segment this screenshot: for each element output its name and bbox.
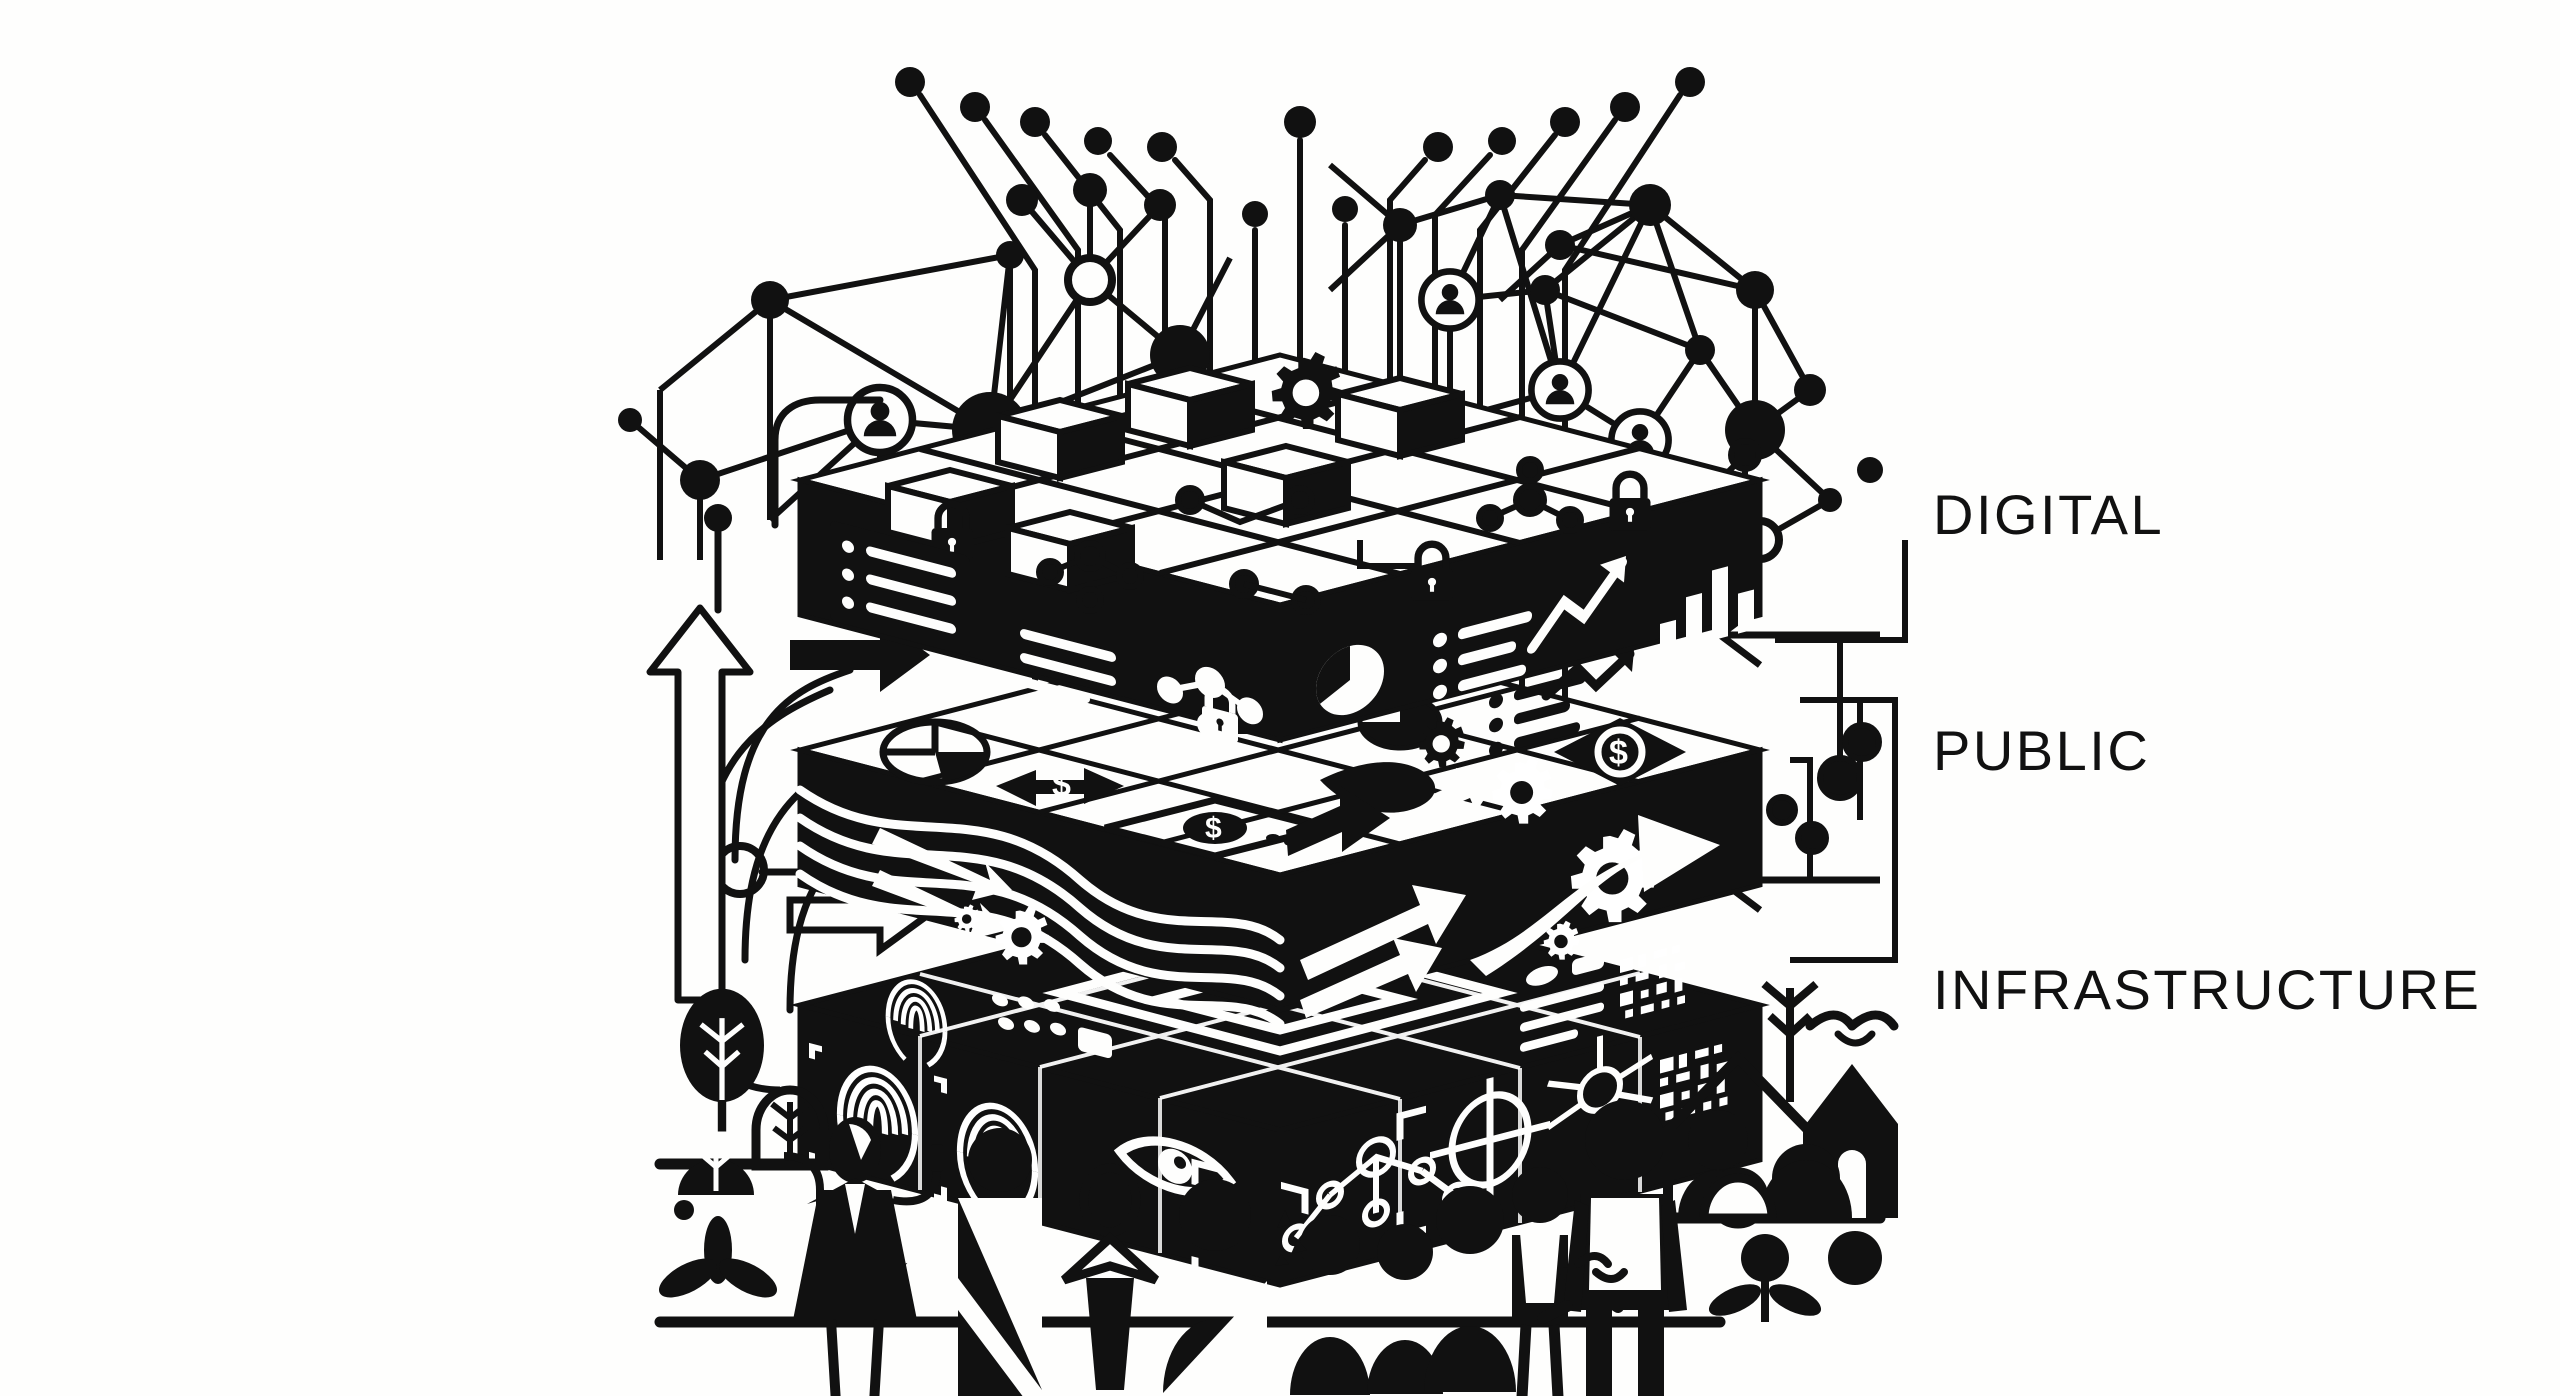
iso-cube — [995, 396, 1125, 482]
bird-icon — [1574, 1252, 1628, 1283]
svg-text:$: $ — [1609, 734, 1628, 772]
svg-text:$: $ — [1205, 812, 1222, 845]
iso-cube — [1221, 442, 1351, 528]
pie-chart-icon — [1316, 644, 1384, 716]
avatar — [1421, 271, 1478, 328]
node-network-icon — [1282, 1136, 1470, 1253]
bar-chart-icon — [1660, 566, 1754, 654]
bird-icon — [1805, 1010, 1899, 1047]
right-arrow-icon — [1380, 768, 1498, 832]
person-silhouette — [1367, 1224, 1443, 1394]
tree-icon — [1761, 980, 1819, 1102]
person-silhouette — [1760, 1144, 1852, 1218]
iso-cube — [1005, 508, 1135, 594]
up-arrow-outline — [646, 604, 754, 1004]
scan-bracket-icon — [1191, 1158, 1309, 1313]
document-lines-icon — [1520, 952, 1604, 1052]
person-silhouette — [1060, 1163, 1160, 1390]
person-silhouette — [1163, 1179, 1267, 1393]
target-reticle-icon — [1430, 1077, 1550, 1203]
trend-arrow-icon — [1541, 649, 1635, 701]
bush-icon — [678, 1149, 754, 1195]
layer-label-public: PUBLIC — [1933, 719, 2151, 782]
server-rack-icon — [830, 521, 970, 656]
dollar-badge-icon: $ — [1554, 718, 1686, 786]
tree-icon — [680, 989, 764, 1132]
node-cluster-icon — [1476, 456, 1584, 534]
iris-scan-icon — [1113, 1136, 1237, 1197]
padlock-icon — [1202, 685, 1238, 743]
node-cluster-icon — [1036, 540, 1144, 614]
tree-icon — [751, 1085, 829, 1171]
layer-label-digital: DIGITAL — [1933, 483, 2165, 546]
document-lines-icon — [1433, 611, 1532, 700]
sparkle-icon — [1275, 1210, 1307, 1266]
pie-chart-icon — [879, 718, 991, 786]
arrow-icon — [1286, 786, 1390, 856]
svg-text:$: $ — [1052, 766, 1071, 804]
dot-matrix-icon — [992, 993, 1112, 1059]
currency-exchange-icon: $ — [996, 766, 1124, 806]
iso-cube — [1335, 374, 1465, 460]
avatar — [1531, 361, 1588, 418]
person-silhouette-child — [1699, 1167, 1777, 1229]
document-lines-icon — [1020, 629, 1116, 704]
plant-icon — [1708, 1234, 1822, 1322]
flow-arrow-icon — [1300, 815, 1720, 1018]
layer-label-infrastructure: INFRASTRUCTURE — [1933, 958, 2482, 1021]
iso-cube — [1125, 364, 1255, 450]
ground-scene — [654, 980, 1899, 1396]
trend-arrow-icon — [1527, 556, 1627, 654]
person-silhouette-adult — [1537, 1100, 1687, 1396]
circuit-dots — [1175, 485, 1416, 615]
person-silhouette — [1290, 1215, 1370, 1395]
plant-icon — [1828, 1231, 1882, 1285]
plant-icon — [658, 1200, 778, 1298]
person-silhouette — [958, 1128, 1042, 1396]
person-silhouette — [793, 1117, 951, 1396]
layer-digital — [790, 352, 1770, 744]
person-silhouette — [1424, 1186, 1516, 1392]
